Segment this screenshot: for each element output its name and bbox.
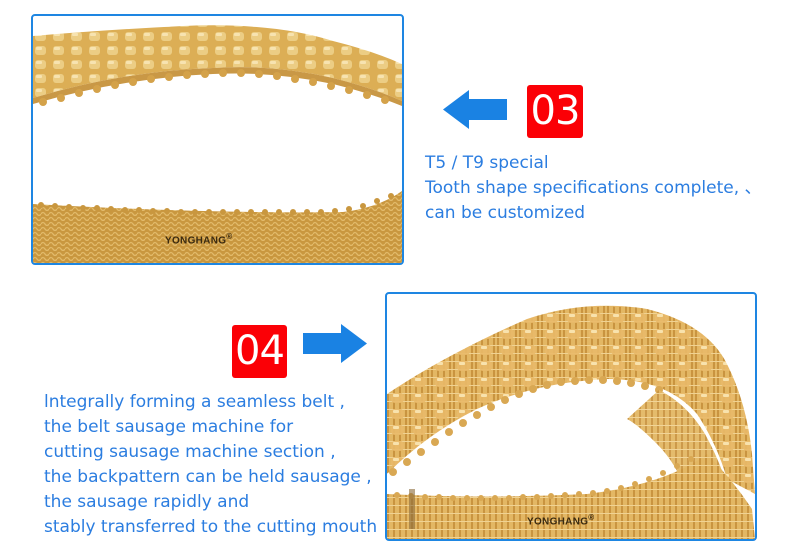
brand-text: YONGHANG — [527, 516, 589, 528]
description-line: can be customized — [425, 203, 586, 223]
registered-mark: ® — [588, 513, 595, 522]
description-line: T5 / T9 special — [425, 153, 549, 173]
description-line: the backpattern can be held sausage , — [44, 467, 372, 487]
belt-photo-loop-view — [387, 305, 755, 539]
product-image-seamless-belt: YONGHANG® — [385, 292, 757, 541]
description-line: cutting sausage machine section , — [44, 442, 336, 462]
brand-watermark: YONGHANG® — [527, 513, 595, 527]
description-line: stably transferred to the cutting mouth — [44, 517, 378, 537]
brand-text: YONGHANG — [165, 235, 227, 247]
description-line: lntegrally forming a seamless belt , — [44, 392, 345, 412]
feature-description-03: T5 / T9 special Tooth shape specificatio… — [425, 151, 762, 226]
arrow-right-icon — [303, 324, 367, 363]
step-number-badge: 03 — [527, 85, 583, 138]
description-line: the belt sausage machine for — [44, 417, 294, 437]
belt-photo-top-view — [33, 25, 402, 263]
arrow-left-icon — [443, 90, 507, 129]
registered-mark: ® — [226, 232, 233, 241]
description-line: the sausage rapidly and — [44, 492, 250, 512]
feature-description-04: lntegrally forming a seamless belt , the… — [44, 390, 377, 540]
step-number-badge: 04 — [232, 325, 287, 378]
product-image-t5-t9-belt: YONGHANG® — [31, 14, 404, 265]
brand-watermark: YONGHANG® — [165, 232, 233, 246]
description-line: Tooth shape specifications complete, 、 — [425, 178, 762, 198]
